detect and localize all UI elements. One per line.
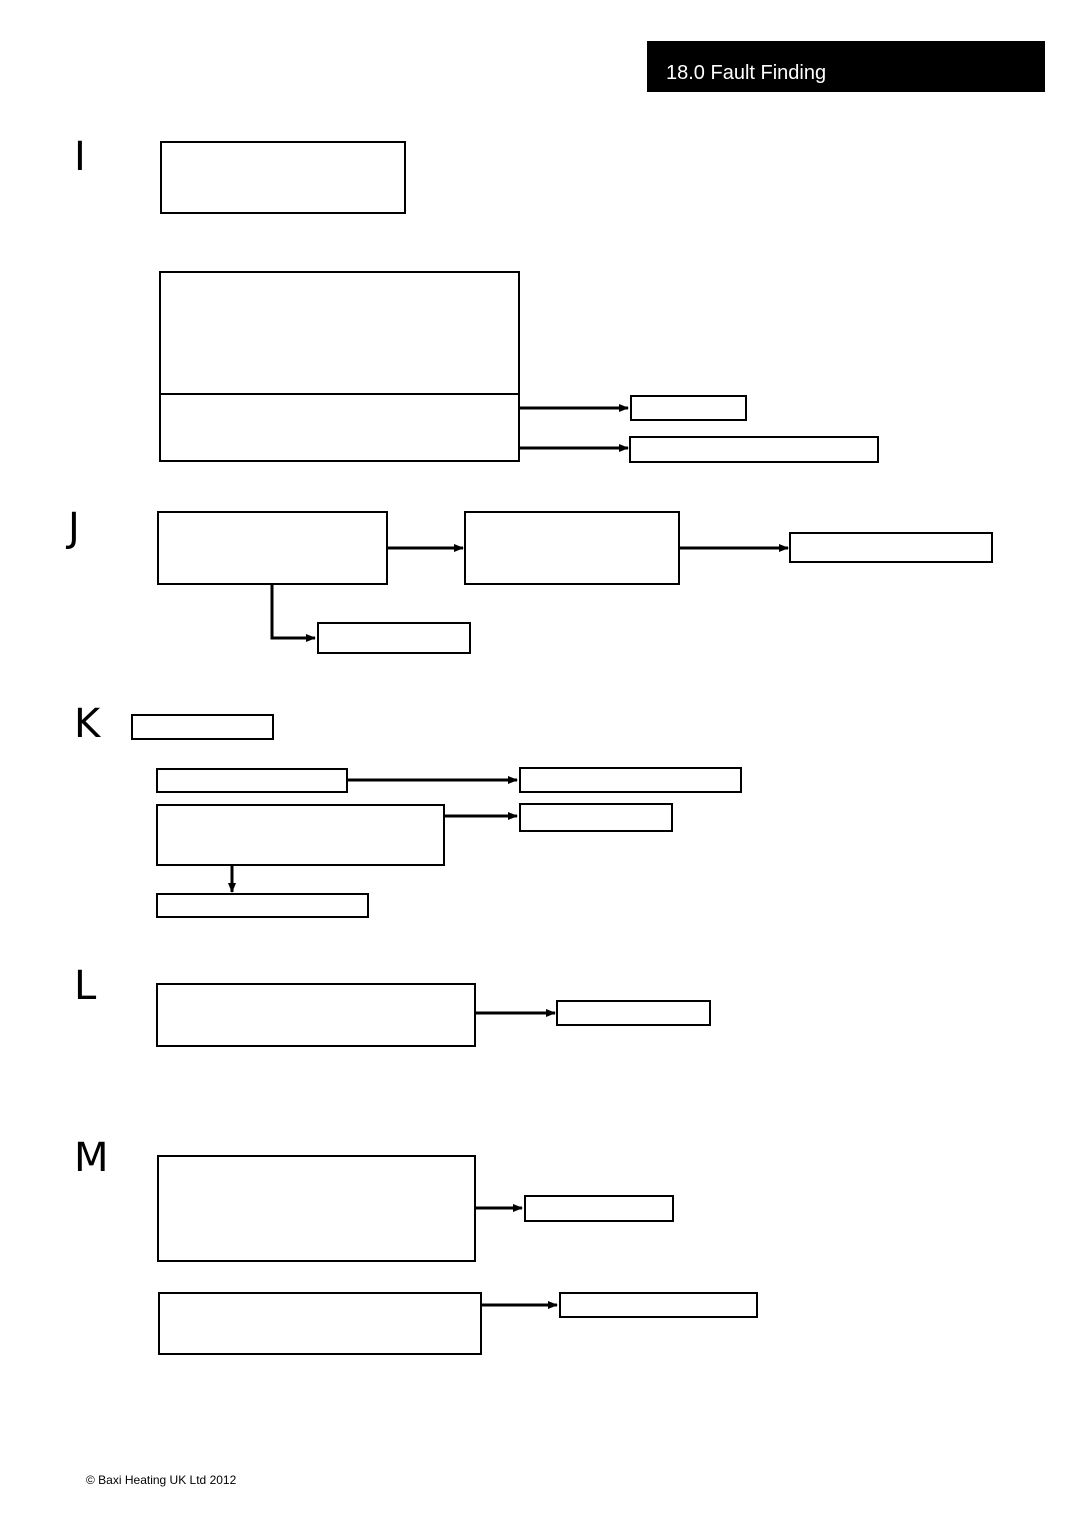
section-letter-i: I <box>74 134 86 180</box>
l-step1-result <box>558 1002 709 1004</box>
i-yes-result <box>632 397 745 399</box>
j-step1-result-box <box>317 622 471 654</box>
k-step2-right-result-box <box>519 803 673 832</box>
i-no-result <box>631 438 877 441</box>
i-yes-result-box <box>630 395 747 421</box>
header-bar <box>647 41 1045 92</box>
copyright-text: © Baxi Heating UK Ltd 2012 <box>86 1473 237 1487</box>
m-step1-result <box>526 1197 672 1199</box>
i-question-text <box>161 395 518 417</box>
section-letter-k: K <box>74 701 101 747</box>
k-intro-box <box>131 714 274 740</box>
j-step1-result <box>319 624 469 628</box>
k-step1-box <box>156 768 348 793</box>
j-step1-box <box>157 511 388 585</box>
i-step1-box <box>160 141 406 214</box>
k-step1-result-box <box>519 767 742 793</box>
section-letter-m: M <box>74 1135 109 1181</box>
j-step2-result-box <box>789 532 993 563</box>
l-step1-result-box <box>556 1000 711 1026</box>
i-no-result-box <box>629 436 879 463</box>
k-step2-box <box>156 804 445 866</box>
j-step2-box <box>464 511 680 585</box>
i-question-box <box>159 393 520 462</box>
m-step2-box <box>158 1292 482 1355</box>
m-step2-result <box>561 1294 756 1296</box>
section-letter-l: L <box>74 963 97 1009</box>
k-step2-down-result-box <box>156 893 369 918</box>
section-letter-j: J <box>68 505 80 551</box>
k-intro-text <box>133 716 272 718</box>
m-step1-box <box>157 1155 476 1262</box>
j-down-arrow <box>270 585 316 642</box>
l-step1-box <box>156 983 476 1047</box>
k-step2-right-result <box>521 805 671 808</box>
page-title: 18.0 Fault Finding <box>666 62 827 84</box>
k-step1-result <box>521 769 740 771</box>
m-step1-result-box <box>524 1195 674 1222</box>
m-step2-result-box <box>559 1292 758 1318</box>
i-step2-box <box>159 271 520 395</box>
k-step2-down-result <box>158 895 367 896</box>
j-step2-result <box>791 534 991 538</box>
k-step1-text <box>158 770 346 771</box>
